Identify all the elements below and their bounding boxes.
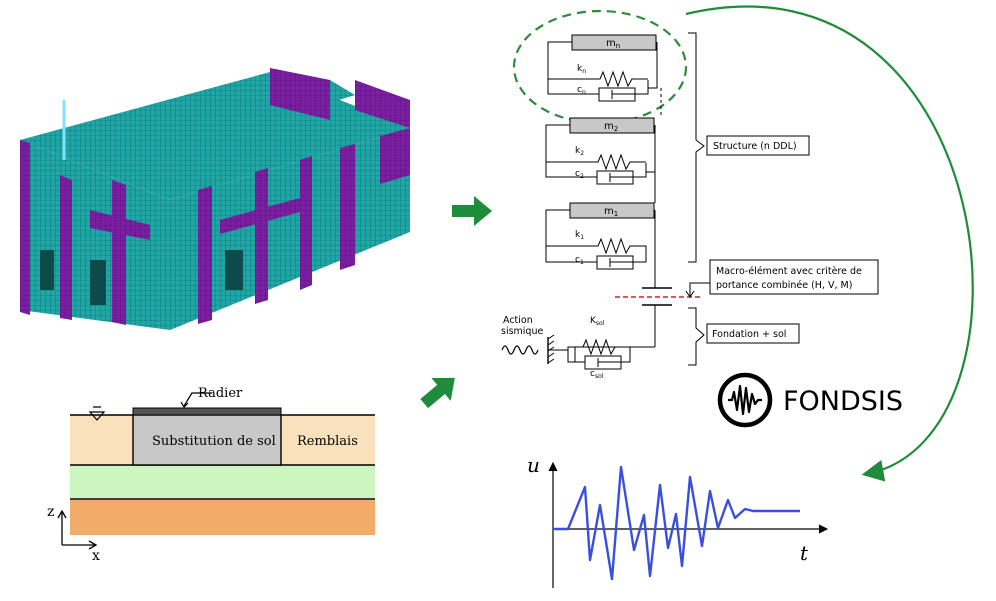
macro-label-2: portance combinée (H, V, M) [716,280,852,291]
structure-label-box [706,135,810,156]
mesh-opening-3 [225,250,243,290]
mesh-wall-9 [90,210,150,240]
radier-label: Radier [198,386,243,401]
mesh-wall-10 [220,198,300,234]
mesh-wall-3 [112,180,126,325]
frame-mn [547,41,658,95]
seismic-wave-icon [501,345,539,355]
radier-pointer [183,392,212,407]
action-label-2: sismique [501,326,543,337]
response-axis-x-label: t [800,541,809,565]
frame-m2 [545,124,656,178]
mesh-wall-7 [340,144,355,270]
axis-x-label: x [92,548,100,564]
spring-k1-label: k1 [575,230,584,241]
macro-pointer [689,282,710,296]
spring-kn-label: kn [577,64,586,75]
mesh-wall-2 [60,175,72,320]
spring-mass-model: mn kn cn m2 k2 c2 m1 k1 c1 [501,9,879,380]
building-mesh-model [20,68,410,330]
foundation-brace [688,307,705,366]
spring-k1 [588,237,647,256]
mesh-opening-1 [40,250,54,290]
response-plot: u t [527,453,829,588]
top-dof-highlight [512,9,688,125]
substitution-label: Substitution de sol [152,434,276,449]
structure-brace [688,32,705,263]
macro-label-box [709,259,879,295]
remblais-label: Remblais [297,434,358,449]
mesh-wall-8 [380,128,410,184]
damper-cn-label: cn [577,85,586,96]
foundation-label-box [706,323,800,344]
macro-label-1: Macro-élément avec critère de [716,266,862,277]
mesh-opening-2 [90,260,106,305]
damper-c2-label: c2 [575,169,584,180]
fondsis-logo-text: FONDSIS [783,386,903,417]
radier-slab [132,407,282,416]
fondsis-logo: FONDSIS [717,372,903,428]
soil-section: Radier Substitution de sol Remblais z x [47,386,375,564]
damper-c1-label: c1 [575,255,584,266]
response-axis-y-label: u [527,453,540,477]
response-signal [553,465,800,581]
mesh-wall-6 [300,156,312,290]
mass-mn-label: mn [606,38,620,50]
spring-k2 [588,153,646,171]
spring-ksol [575,338,625,356]
spring-kn [590,70,648,88]
structure-label: Structure (n DDL) [713,141,797,152]
arrow-model-to-response [685,5,974,482]
layer-green [70,465,375,498]
mass-m1-label: m1 [604,206,618,218]
damper-csol-label: csol [590,369,604,380]
spring-ksol-label: Ksol [590,316,605,327]
action-label-1: Action [503,315,533,326]
foundation-frame [574,346,655,363]
mesh-upper-wall [270,68,330,120]
frame-m1 [545,209,656,288]
water-table-symbol [88,406,106,421]
layer-orange [70,500,375,535]
mesh-wall-5 [255,168,268,304]
mass-m2-label: m2 [604,121,618,133]
mesh-wall-11 [355,80,410,128]
mesh-front-facade [20,140,170,330]
foundation-label: Fondation + sol [712,329,786,340]
axis-z-label: z [47,504,54,520]
mesh-wall-1 [20,140,30,315]
ground-hatch [547,334,555,364]
mesh-wall-4 [198,186,212,324]
spring-k2-label: k2 [575,146,584,157]
arrow-soil-to-model [420,377,455,409]
arrow-building-to-model [452,196,492,226]
